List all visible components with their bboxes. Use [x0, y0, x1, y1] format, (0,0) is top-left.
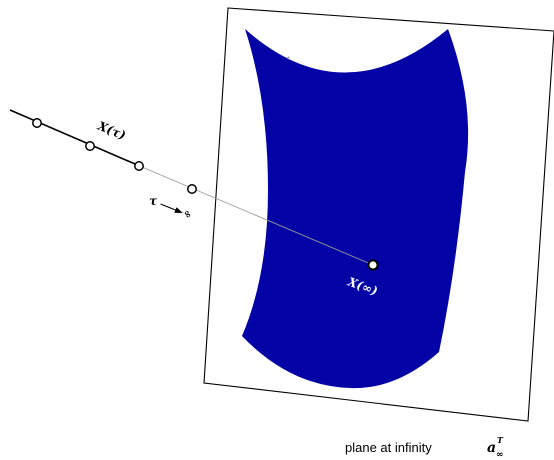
x-tau-label: X(τ): [95, 118, 128, 142]
tau-arrow-head: [174, 207, 183, 213]
plane-symbol-sup: T: [497, 435, 504, 445]
trajectory-line-solid: [9, 109, 143, 168]
trajectory-point-4: [187, 184, 197, 194]
blue-region: [242, 29, 469, 389]
trajectory-point-1: [32, 118, 42, 128]
tau-to-infinity-annotation: τ ∞: [149, 194, 194, 221]
plane-symbol: a T ∞: [487, 435, 504, 460]
tau-arrow-shaft: [160, 203, 178, 212]
plane-caption: plane at infinity: [345, 440, 432, 455]
trajectory-line-faint: [141, 166, 374, 266]
trajectory-point-2: [85, 141, 95, 151]
plane-symbol-base: a: [487, 440, 496, 456]
tau-infinity-symbol: ∞: [180, 208, 194, 221]
tau-symbol: τ: [149, 194, 158, 208]
plane-symbol-sub: ∞: [496, 450, 504, 460]
limit-point: [367, 259, 379, 271]
small-tick-mark: +: [286, 55, 291, 62]
trajectory-point-3: [134, 161, 144, 171]
